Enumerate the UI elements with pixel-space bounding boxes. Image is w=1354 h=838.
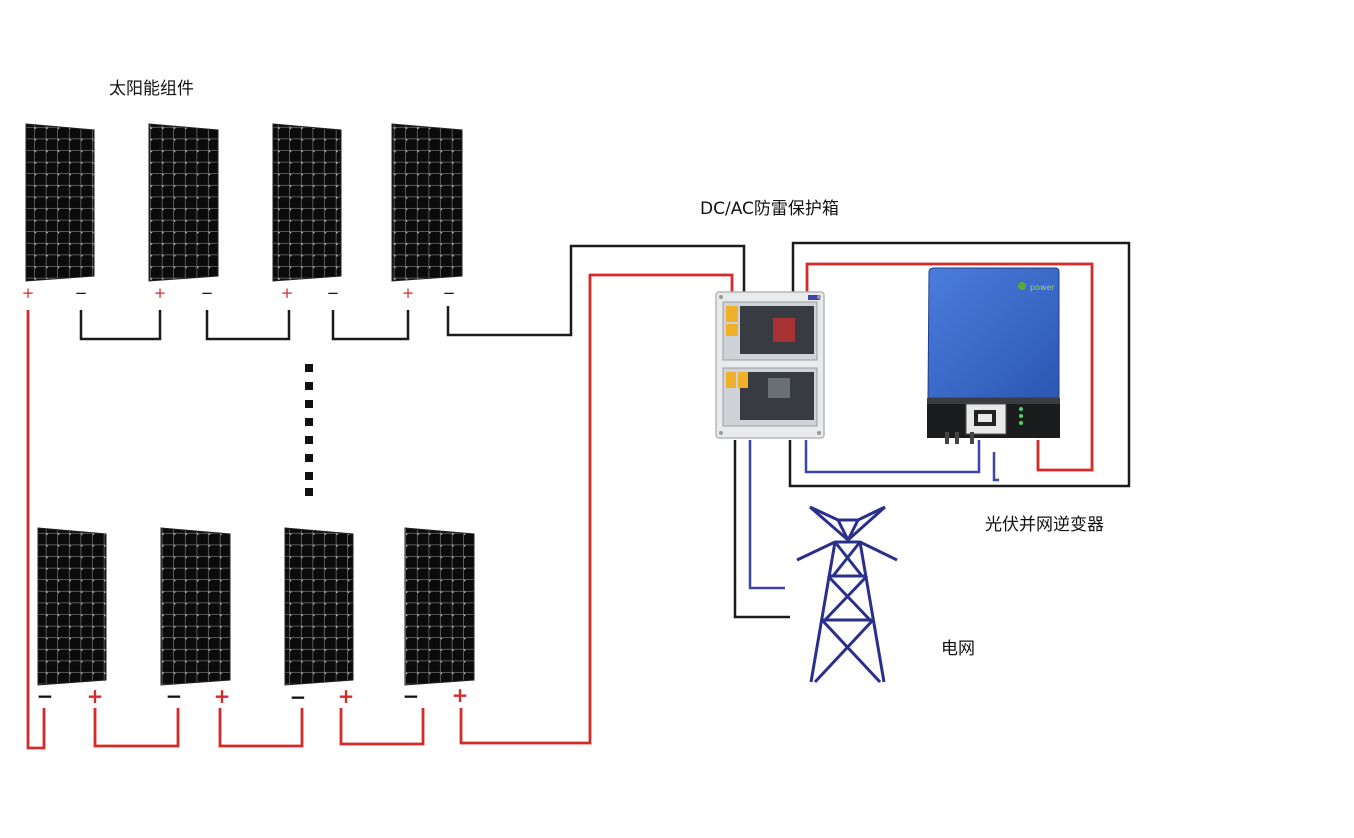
terminal-signs-bottom: − + − + − + − + [37,683,469,709]
transmission-tower-icon [796,505,898,684]
protection-box [715,291,825,439]
minus-sign: − [166,684,183,708]
inverter-brand: power [1030,283,1055,292]
plus-sign: + [214,684,231,708]
minus-sign: − [327,284,340,302]
plus-sign: + [281,284,294,302]
plus-sign: + [452,683,469,707]
wire-ac [748,440,999,590]
label-grid: 电网 [941,639,975,659]
solar-panel [391,123,463,282]
minus-sign: − [403,684,420,708]
solar-panel [272,123,342,282]
terminal-signs-top: + − + − + − + − [22,284,456,302]
solar-panel [37,527,107,686]
inverter: power [927,267,1060,444]
wire-dc-negative [79,241,1131,619]
minus-sign: − [443,284,456,302]
solar-panel [284,527,354,686]
solar-panel [404,527,475,686]
plus-sign: + [87,684,104,708]
solar-panel [148,123,219,282]
minus-sign: − [290,685,307,709]
solar-panel-row-bottom [37,527,475,686]
solar-panel-row-top [25,123,463,282]
plus-sign: + [22,284,35,302]
minus-sign: − [201,284,214,302]
wire-dc-positive [26,262,1094,750]
minus-sign: − [37,684,54,708]
label-inverter: 光伏并网逆变器 [985,515,1104,535]
minus-sign: − [75,284,88,302]
plus-sign: + [154,284,167,302]
label-solar-modules: 太阳能组件 [109,79,194,99]
solar-panel [25,123,95,282]
plus-sign: + [402,284,415,302]
vertical-ellipsis [305,364,313,496]
label-protection-box: DC/AC防雷保护箱 [700,199,839,219]
brand-logo-icon [1018,282,1026,290]
plus-sign: + [338,684,355,708]
solar-panel [160,527,231,686]
